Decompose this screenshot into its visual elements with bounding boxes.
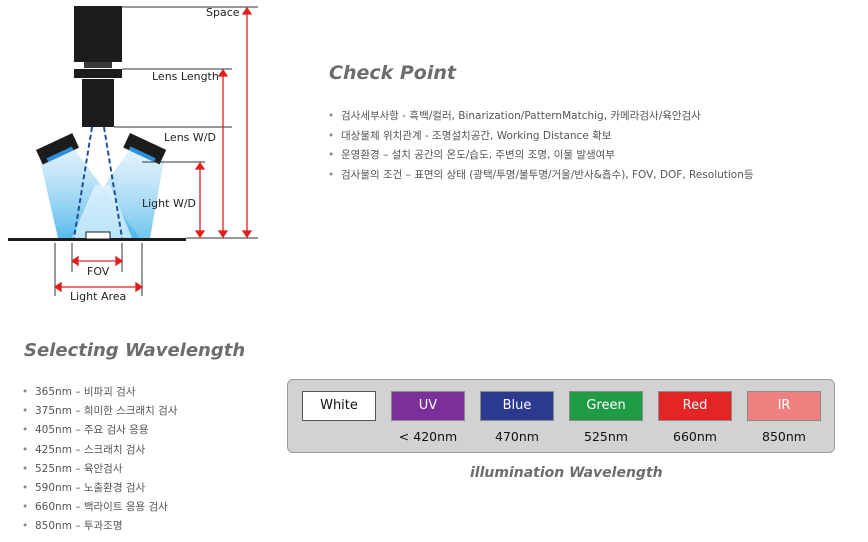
- uv-wavelength: < 420nm: [398, 429, 458, 444]
- red-wavelength: 660nm: [673, 429, 717, 444]
- fov-label: FOV: [87, 265, 110, 278]
- left-light-unit: [36, 133, 80, 165]
- list-item: 검사세부사항 - 흑백/컬러, Binarization/PatternMatc…: [327, 108, 754, 128]
- list-item: 590nm – 노출환경 검사: [21, 481, 177, 500]
- light-area-label: Light Area: [70, 290, 126, 303]
- camera-setup-diagram: Space Lens Length Lens W/D Light W/D FOV…: [8, 6, 258, 303]
- list-item: 검사물의 조건 – 표면의 상태 (광택/투명/불투명/거울/반사&흡수), F…: [327, 167, 754, 187]
- white-swatch: White: [302, 391, 376, 421]
- ir-swatch: IR: [747, 391, 821, 421]
- uv-swatch: UV: [391, 391, 465, 421]
- illumination-wavelength-panel: White UV < 420nm Blue 470nm Green 525nm …: [287, 379, 835, 453]
- list-item: 대상물체 위치관계 - 조명설치공간, Working Distance 확보: [327, 128, 754, 148]
- list-item: 375nm – 희미한 스크래치 검사: [21, 404, 177, 423]
- list-item: 405nm – 주요 검사 응용: [21, 423, 177, 442]
- ir-wavelength: 850nm: [762, 429, 806, 444]
- check-point-title: Check Point: [329, 62, 456, 84]
- center-light-core: [72, 185, 132, 238]
- list-item: 운영환경 – 설치 공간의 온도/습도, 주변의 조명, 이물 발생여부: [327, 147, 754, 167]
- lens-ring: [74, 69, 122, 78]
- blue-swatch: Blue: [480, 391, 554, 421]
- lens-wd-label: Lens W/D: [164, 131, 216, 144]
- camera-body: [74, 6, 122, 62]
- green-wavelength: 525nm: [584, 429, 628, 444]
- list-item: 365nm – 비파괴 검사: [21, 385, 177, 404]
- check-point-list: 검사세부사항 - 흑백/컬러, Binarization/PatternMatc…: [327, 108, 754, 186]
- list-item: 525nm – 육안검사: [21, 462, 177, 481]
- red-swatch: Red: [658, 391, 732, 421]
- green-swatch: Green: [569, 391, 643, 421]
- wavelength-list: 365nm – 비파괴 검사 375nm – 희미한 스크래치 검사 405nm…: [21, 385, 177, 539]
- list-item: 660nm – 백라이트 응용 검사: [21, 500, 177, 519]
- inspection-object: [85, 231, 111, 240]
- lens-body: [82, 79, 114, 127]
- illumination-wavelength-caption: illumination Wavelength: [470, 465, 663, 481]
- space-label: Space: [206, 6, 240, 19]
- list-item: 850nm – 투과조명: [21, 519, 177, 538]
- blue-wavelength: 470nm: [495, 429, 539, 444]
- list-item: 425nm – 스크래치 검사: [21, 443, 177, 462]
- light-wd-label: Light W/D: [142, 197, 196, 210]
- selecting-wavelength-title: Selecting Wavelength: [24, 340, 246, 361]
- lens-length-label: Lens Length: [152, 70, 219, 83]
- camera-mount: [84, 62, 112, 68]
- right-light-unit: [123, 133, 167, 165]
